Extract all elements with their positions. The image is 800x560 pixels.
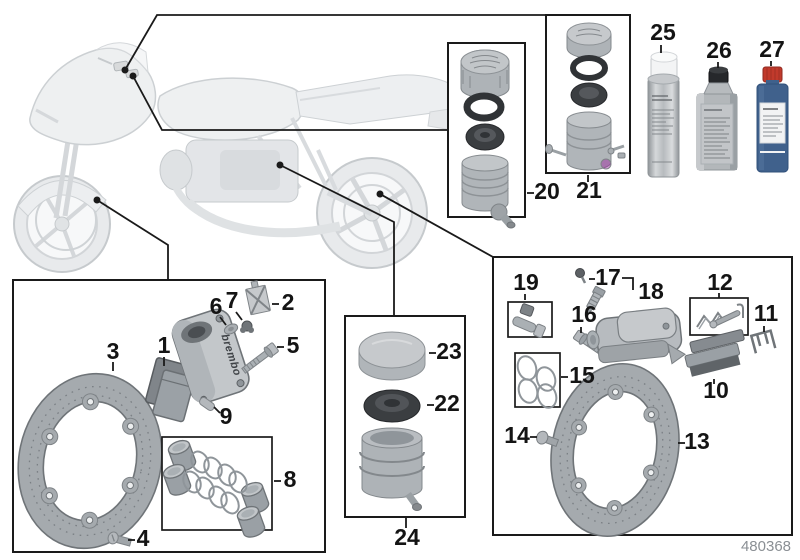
- spray-label-text-lines: [652, 109, 674, 163]
- callout-5: 5: [287, 332, 300, 358]
- part-piston-kit-8: [160, 437, 272, 541]
- callout-20: 20: [534, 178, 560, 204]
- seat-line: [299, 87, 381, 101]
- part-seal-kit-15: [516, 355, 558, 409]
- swingarm: [326, 188, 374, 217]
- headlight-slit: [35, 108, 59, 124]
- part-retainer-clip-2: [244, 280, 272, 316]
- windscreen: [95, 42, 149, 74]
- part-diaphragm-22: [363, 389, 421, 423]
- motorcycle-illustration: [13, 42, 460, 273]
- part-disc-screw-4: [107, 531, 133, 547]
- part-washer-6: [223, 323, 239, 335]
- part-fastener-7: [240, 320, 254, 333]
- ref-dot: [129, 72, 137, 80]
- part-brake-pads-1: [145, 357, 196, 423]
- callout-7: 7: [226, 287, 239, 313]
- part-rear-brake-pads-10: [684, 329, 745, 377]
- callout-9: 9: [220, 403, 233, 429]
- part-diaphragm-21: [570, 82, 608, 108]
- callout-13: 13: [684, 428, 710, 454]
- part-o-ring-21: [570, 55, 608, 81]
- callout-17: 17: [595, 264, 621, 290]
- part-rear-caliper: [586, 307, 686, 365]
- part-pin-9: [199, 397, 215, 411]
- part-front-caliper: [171, 308, 250, 404]
- part-bleed-kit-19: [512, 303, 546, 339]
- callout-25: 25: [650, 19, 676, 45]
- part-bleed-valve-18: [586, 285, 606, 316]
- part-o-ring-20: [463, 92, 505, 122]
- callout-ticks: [112, 45, 772, 541]
- ref-dot: [93, 196, 101, 204]
- ref-dot: [121, 66, 129, 74]
- callout-12: 12: [707, 269, 733, 295]
- part-diaphragm-20: [465, 123, 505, 151]
- callout-23: 23: [436, 338, 462, 364]
- callout-11: 11: [754, 300, 779, 326]
- canister-label-text-lines: [704, 117, 730, 159]
- part-reservoir-cap-21: [566, 22, 612, 59]
- front-fender: [17, 179, 107, 217]
- leader-front-brake-box: [96, 199, 169, 280]
- part-reservoir-cap-20: [460, 49, 510, 99]
- callout-8: 8: [284, 466, 297, 492]
- drawing-number: 480368: [741, 538, 791, 555]
- callout-14: 14: [504, 422, 530, 448]
- callout-3: 3: [107, 338, 120, 364]
- callout-27: 27: [759, 36, 785, 62]
- part-spring-clip-11: [749, 329, 777, 354]
- callout-6: 6: [210, 293, 223, 319]
- callout-labels: 1 2 3 4 5 6 7 8 9 10 11 12 13 14 15 16 1…: [107, 19, 785, 551]
- bottle-label-text-lines: [763, 115, 783, 137]
- callout-1: 1: [158, 332, 171, 358]
- callout-2: 2: [282, 289, 295, 315]
- part-disc-screw-14: [536, 430, 560, 448]
- disc-mount-tabs: [570, 384, 660, 516]
- fluid-bottle-27: [756, 66, 789, 173]
- callout-10: 10: [703, 377, 729, 403]
- part-rear-brake-disc-13: [550, 363, 680, 537]
- callout-22: 22: [434, 390, 460, 416]
- part-reservoir-20: [461, 154, 516, 229]
- callout-21: 21: [576, 177, 602, 203]
- fuel-tank: [157, 77, 305, 141]
- leader-rear-reservoir-24: [279, 164, 395, 316]
- callout-19: 19: [513, 269, 539, 295]
- part-reservoir-24: [359, 427, 425, 511]
- part-bleed-screw-17: [575, 268, 587, 284]
- leader-front-reservoir-20: [132, 75, 448, 131]
- ref-dot: [276, 161, 284, 169]
- leader-front-reservoir-21: [124, 14, 546, 71]
- callout-26: 26: [706, 37, 732, 63]
- fluid-canister-26: [696, 66, 738, 171]
- fairing: [29, 47, 157, 146]
- callout-4: 4: [137, 525, 150, 551]
- ref-dot: [376, 190, 384, 198]
- leader-rear-brake-box: [379, 193, 494, 258]
- callout-24: 24: [394, 524, 420, 550]
- part-caliper-bolt-5: [241, 342, 279, 374]
- callout-18: 18: [638, 278, 664, 304]
- spray-can-25: [647, 51, 680, 178]
- engine-detail: [220, 150, 280, 190]
- leader-lines: [93, 14, 546, 316]
- disc-mount-tabs: [40, 393, 140, 529]
- spray-label-title-lines: [652, 95, 672, 101]
- callout-16: 16: [571, 301, 597, 327]
- boxer-cylinder: [159, 149, 193, 191]
- exhaust-downpipe: [172, 186, 216, 222]
- part-reservoir-21: [545, 111, 626, 171]
- callout-15: 15: [569, 362, 595, 388]
- part-front-brake-disc-3: [17, 372, 163, 550]
- part-reservoir-cap-23: [358, 331, 426, 381]
- part-pin-kit-12: [696, 303, 744, 330]
